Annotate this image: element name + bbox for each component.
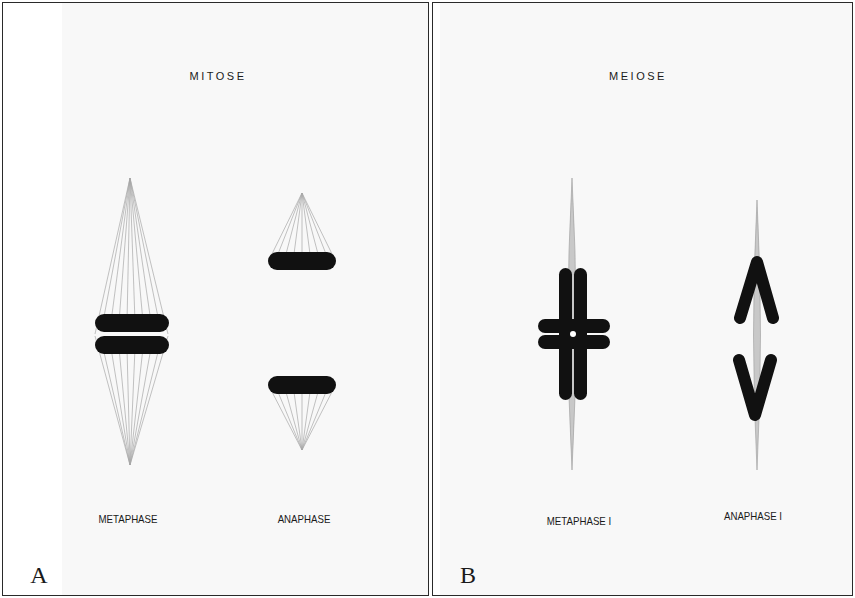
panel-title: MITOSE — [190, 70, 247, 82]
chromosome — [538, 335, 610, 349]
panel-title-holder: MEIOSE — [609, 70, 667, 82]
panel-letter: B — [460, 562, 476, 589]
phase-label: METAPHASE I — [547, 515, 611, 527]
phase-label-holder: METAPHASE — [94, 513, 161, 525]
figure-panel: MITOSE METAPHASE ANAPHASE A — [2, 2, 429, 596]
phase-label-holder: METAPHASE I — [542, 515, 615, 527]
chromosome — [740, 262, 773, 318]
phase-label: ANAPHASE — [278, 513, 331, 525]
spindle-fibres — [270, 193, 334, 450]
spindle-fibres — [95, 178, 168, 465]
figure-panel: MEIOSE METAPHASE I ANAPHASE I B — [432, 2, 853, 596]
phase-label: ANAPHASE I — [724, 510, 782, 522]
chromosome — [268, 252, 336, 270]
panel-letter-holder: A — [30, 562, 47, 589]
chromosome — [739, 360, 771, 415]
panel-title-holder: MITOSE — [190, 70, 247, 82]
panel-letter: A — [30, 562, 47, 589]
panel-letter-holder: B — [460, 562, 476, 589]
chromosome — [95, 314, 169, 332]
panel-ground — [62, 2, 428, 596]
chromosome — [95, 336, 169, 354]
spindle — [754, 200, 761, 470]
panel-title: MEIOSE — [609, 70, 667, 82]
panel-ground — [440, 2, 853, 596]
centromere — [570, 331, 576, 337]
phase-label-holder: ANAPHASE — [274, 513, 334, 525]
phase-label: METAPHASE — [99, 513, 158, 525]
phase-label-holder: ANAPHASE I — [720, 510, 786, 522]
chromosome — [268, 376, 336, 394]
chromosome — [538, 319, 610, 333]
